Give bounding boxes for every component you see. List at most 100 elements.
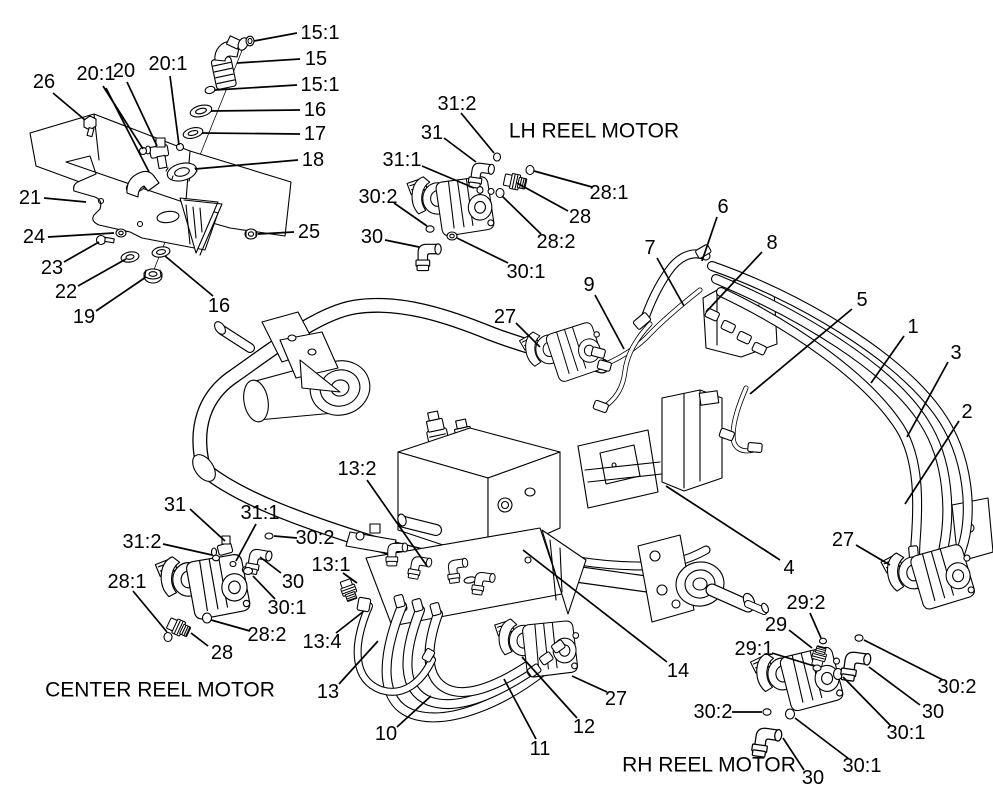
section-label: RH REEL MOTOR bbox=[622, 754, 796, 777]
callout-29: 29 bbox=[765, 614, 787, 636]
callout-28: 28 bbox=[211, 642, 233, 664]
callout-3: 3 bbox=[950, 342, 961, 364]
callout-30: 30 bbox=[361, 226, 383, 248]
callout-18: 18 bbox=[302, 149, 324, 171]
leader-line-29:2 bbox=[809, 612, 822, 639]
leader-line-19 bbox=[95, 276, 147, 312]
callout-13: 13 bbox=[317, 681, 339, 703]
leader-line-15:1 bbox=[253, 32, 298, 42]
callout-30: 30 bbox=[802, 767, 824, 789]
leader-line-3 bbox=[906, 361, 949, 438]
leader-line-30 bbox=[259, 556, 282, 574]
leader-line-26 bbox=[52, 92, 86, 121]
leader-line-20 bbox=[126, 81, 158, 147]
leader-line-28:2 bbox=[501, 195, 542, 235]
leader-line-31:2 bbox=[460, 112, 495, 154]
hydraulic-manifold bbox=[337, 409, 587, 717]
leader-line-23 bbox=[63, 241, 100, 263]
leader-line-31 bbox=[443, 137, 477, 163]
callout-15:1: 15:1 bbox=[301, 74, 340, 96]
leader-line-25 bbox=[257, 231, 295, 235]
leader-line-16 bbox=[210, 109, 301, 112]
leader-line-31:1 bbox=[235, 523, 257, 562]
leader-line-21 bbox=[43, 197, 87, 203]
leader-line-31 bbox=[189, 508, 226, 542]
callout-31:1: 31:1 bbox=[241, 502, 280, 524]
leader-line-30:2 bbox=[273, 535, 298, 539]
callout-22: 22 bbox=[55, 281, 77, 303]
leader-line-18 bbox=[194, 159, 299, 170]
leader-line-30:1 bbox=[842, 676, 892, 727]
leader-line-7 bbox=[656, 257, 685, 307]
callout-25: 25 bbox=[298, 221, 320, 243]
callout-31: 31 bbox=[421, 122, 443, 144]
callout-30:1: 30:1 bbox=[843, 755, 882, 777]
callout-21: 21 bbox=[19, 187, 41, 209]
leader-line-30 bbox=[782, 737, 805, 771]
leader-line-9 bbox=[594, 294, 625, 350]
leader-line-31:1 bbox=[421, 165, 475, 189]
callout-10: 10 bbox=[375, 723, 397, 745]
leader-line-30:2 bbox=[863, 639, 944, 681]
callout-13:4: 13:4 bbox=[303, 631, 342, 653]
callout-31:2: 31:2 bbox=[438, 93, 477, 115]
callout-31:2: 31:2 bbox=[123, 531, 162, 553]
callout-30:1: 30:1 bbox=[507, 261, 546, 283]
leader-line-15 bbox=[236, 58, 301, 64]
callout-29:2: 29:2 bbox=[787, 592, 826, 614]
callout-15: 15 bbox=[305, 48, 327, 70]
callout-11: 11 bbox=[530, 738, 551, 760]
callout-30: 30 bbox=[282, 571, 304, 593]
callout-19: 19 bbox=[73, 306, 95, 328]
callout-29:1: 29:1 bbox=[735, 638, 774, 660]
lift-arm-hardware bbox=[29, 35, 292, 284]
leader-line-13:2 bbox=[366, 479, 428, 567]
callout-28:2: 28:2 bbox=[537, 231, 576, 253]
center-reel-motor-assembly bbox=[152, 532, 274, 643]
leader-line-31:2 bbox=[162, 543, 213, 556]
callout-7: 7 bbox=[644, 237, 655, 259]
main-frame bbox=[192, 275, 993, 587]
callout-16: 16 bbox=[304, 99, 326, 121]
callout-9: 9 bbox=[583, 274, 594, 296]
callout-1: 1 bbox=[907, 316, 918, 338]
leader-line-13:4 bbox=[335, 610, 365, 634]
leader-line-6 bbox=[701, 216, 718, 262]
callout-17: 17 bbox=[304, 123, 326, 145]
leader-line-14 bbox=[522, 549, 668, 663]
leader-line-13:1 bbox=[342, 572, 358, 584]
callout-28: 28 bbox=[569, 206, 591, 228]
callout-30: 30 bbox=[922, 701, 944, 723]
section-label: CENTER REEL MOTOR bbox=[45, 679, 275, 702]
leader-line-22 bbox=[77, 258, 127, 287]
callout-30:2: 30:2 bbox=[296, 527, 335, 549]
leader-line-28 bbox=[190, 632, 209, 647]
leader-line-28:1 bbox=[533, 170, 593, 188]
leader-line-15:1 bbox=[214, 84, 298, 91]
callout-27: 27 bbox=[832, 529, 854, 551]
callout-8: 8 bbox=[766, 232, 777, 254]
callout-31: 31 bbox=[164, 494, 186, 516]
leader-line-24 bbox=[47, 232, 115, 238]
section-label: LH REEL MOTOR bbox=[509, 120, 679, 143]
leader-line-28:1 bbox=[132, 590, 168, 633]
leader-line-27 bbox=[571, 675, 608, 693]
callout-24: 24 bbox=[23, 226, 45, 248]
leader-line-17 bbox=[201, 132, 301, 135]
callout-2: 2 bbox=[961, 401, 972, 423]
rh-frame-motor bbox=[879, 543, 976, 613]
callout-14: 14 bbox=[667, 660, 689, 682]
callout-15:1: 15:1 bbox=[301, 22, 340, 44]
callout-6: 6 bbox=[717, 196, 728, 218]
callout-28:2: 28:2 bbox=[248, 624, 287, 646]
leader-line-8 bbox=[705, 251, 763, 313]
callout-30:1: 30:1 bbox=[887, 722, 926, 744]
callout-13:2: 13:2 bbox=[338, 458, 377, 480]
callout-20: 20 bbox=[113, 60, 135, 82]
leader-line-30:2 bbox=[393, 202, 428, 227]
leader-line-30:1 bbox=[794, 717, 850, 760]
callout-30:2: 30:2 bbox=[694, 701, 733, 723]
leader-line-16 bbox=[164, 255, 214, 297]
